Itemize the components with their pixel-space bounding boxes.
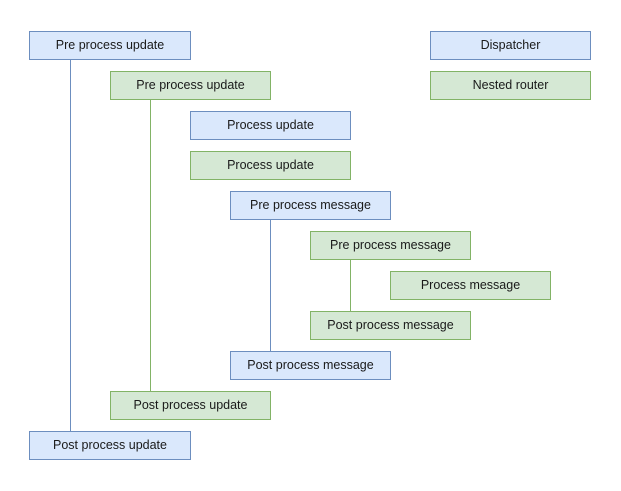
node-label: Post process message xyxy=(327,318,454,333)
connector-pre-post-process-update-green xyxy=(150,100,151,391)
node-label: Process update xyxy=(227,158,314,173)
legend-item-label: Dispatcher xyxy=(480,38,541,53)
node-post-process-message[interactable]: Post process message xyxy=(310,311,471,340)
node-label: Pre process update xyxy=(55,38,165,53)
node-post-process-update[interactable]: Post process update xyxy=(110,391,271,420)
node-label: Pre process message xyxy=(330,238,451,253)
node-pre-process-message[interactable]: Pre process message xyxy=(310,231,471,260)
legend-item-nested-router[interactable]: Nested router xyxy=(430,71,591,100)
node-pre-process-message[interactable]: Pre process message xyxy=(230,191,391,220)
node-label: Post process update xyxy=(133,398,248,413)
node-post-process-update[interactable]: Post process update xyxy=(29,431,191,460)
connector-pre-post-process-update-blue xyxy=(70,60,71,431)
legend-item-dispatcher[interactable]: Dispatcher xyxy=(430,31,591,60)
node-label: Process update xyxy=(227,118,314,133)
node-label: Post process update xyxy=(53,438,167,453)
node-label: Post process message xyxy=(247,358,374,373)
node-process-message[interactable]: Process message xyxy=(390,271,551,300)
node-label: Pre process message xyxy=(250,198,371,213)
node-pre-process-update[interactable]: Pre process update xyxy=(29,31,191,60)
legend-item-label: Nested router xyxy=(472,78,549,93)
connector-pre-post-process-message-green xyxy=(350,260,351,311)
node-pre-process-update[interactable]: Pre process update xyxy=(110,71,271,100)
node-label: Process message xyxy=(420,278,521,293)
node-label: Pre process update xyxy=(136,78,245,93)
node-process-update[interactable]: Process update xyxy=(190,151,351,180)
node-post-process-message[interactable]: Post process message xyxy=(230,351,391,380)
connector-pre-post-process-message-blue xyxy=(270,220,271,351)
node-process-update[interactable]: Process update xyxy=(190,111,351,140)
